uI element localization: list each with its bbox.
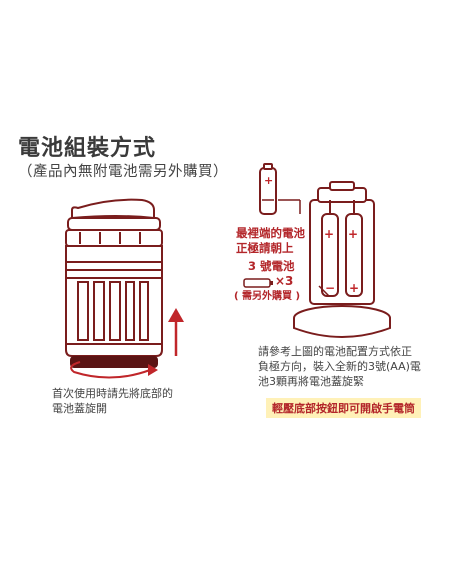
page-subtitle: （產品內無附電池需另外購買） [18, 164, 228, 180]
svg-text:+: + [324, 227, 334, 241]
page-title: 電池組裝方式 [18, 136, 157, 161]
svg-text:−: − [325, 281, 335, 295]
flashlight-tip: 輕壓底部按鈕即可開啟手電筒 [266, 398, 421, 418]
lantern-note-line-1: 首次使用時請先將底部的 [52, 387, 173, 400]
orientation-note: 最裡端的電池 正極請朝上 [236, 226, 305, 256]
lantern-note-line-2: 電池蓋旋開 [52, 402, 107, 415]
orientation-line-2: 正極請朝上 [236, 241, 294, 255]
svg-text:+: + [264, 174, 273, 187]
svg-text:+: + [348, 227, 358, 241]
install-note-line-3: 池3顆再將電池蓋旋緊 [258, 375, 364, 388]
orientation-line-1: 最裡端的電池 [236, 226, 305, 240]
purchase-note: ( 需另外購買 ) [234, 291, 301, 302]
svg-text:+: + [349, 281, 359, 295]
install-note-line-2: 負極方向，裝入全新的3號(AA)電 [258, 360, 421, 373]
battery-quantity: ×3 [275, 274, 294, 288]
install-note-line-1: 請參考上圖的電池配置方式依正 [258, 345, 412, 358]
install-note: 請參考上圖的電池配置方式依正 負極方向，裝入全新的3號(AA)電 池3顆再將電池… [258, 344, 421, 389]
lantern-note: 首次使用時請先將底部的 電池蓋旋開 [52, 386, 173, 416]
battery-type-label: 3 號電池 [248, 259, 295, 273]
